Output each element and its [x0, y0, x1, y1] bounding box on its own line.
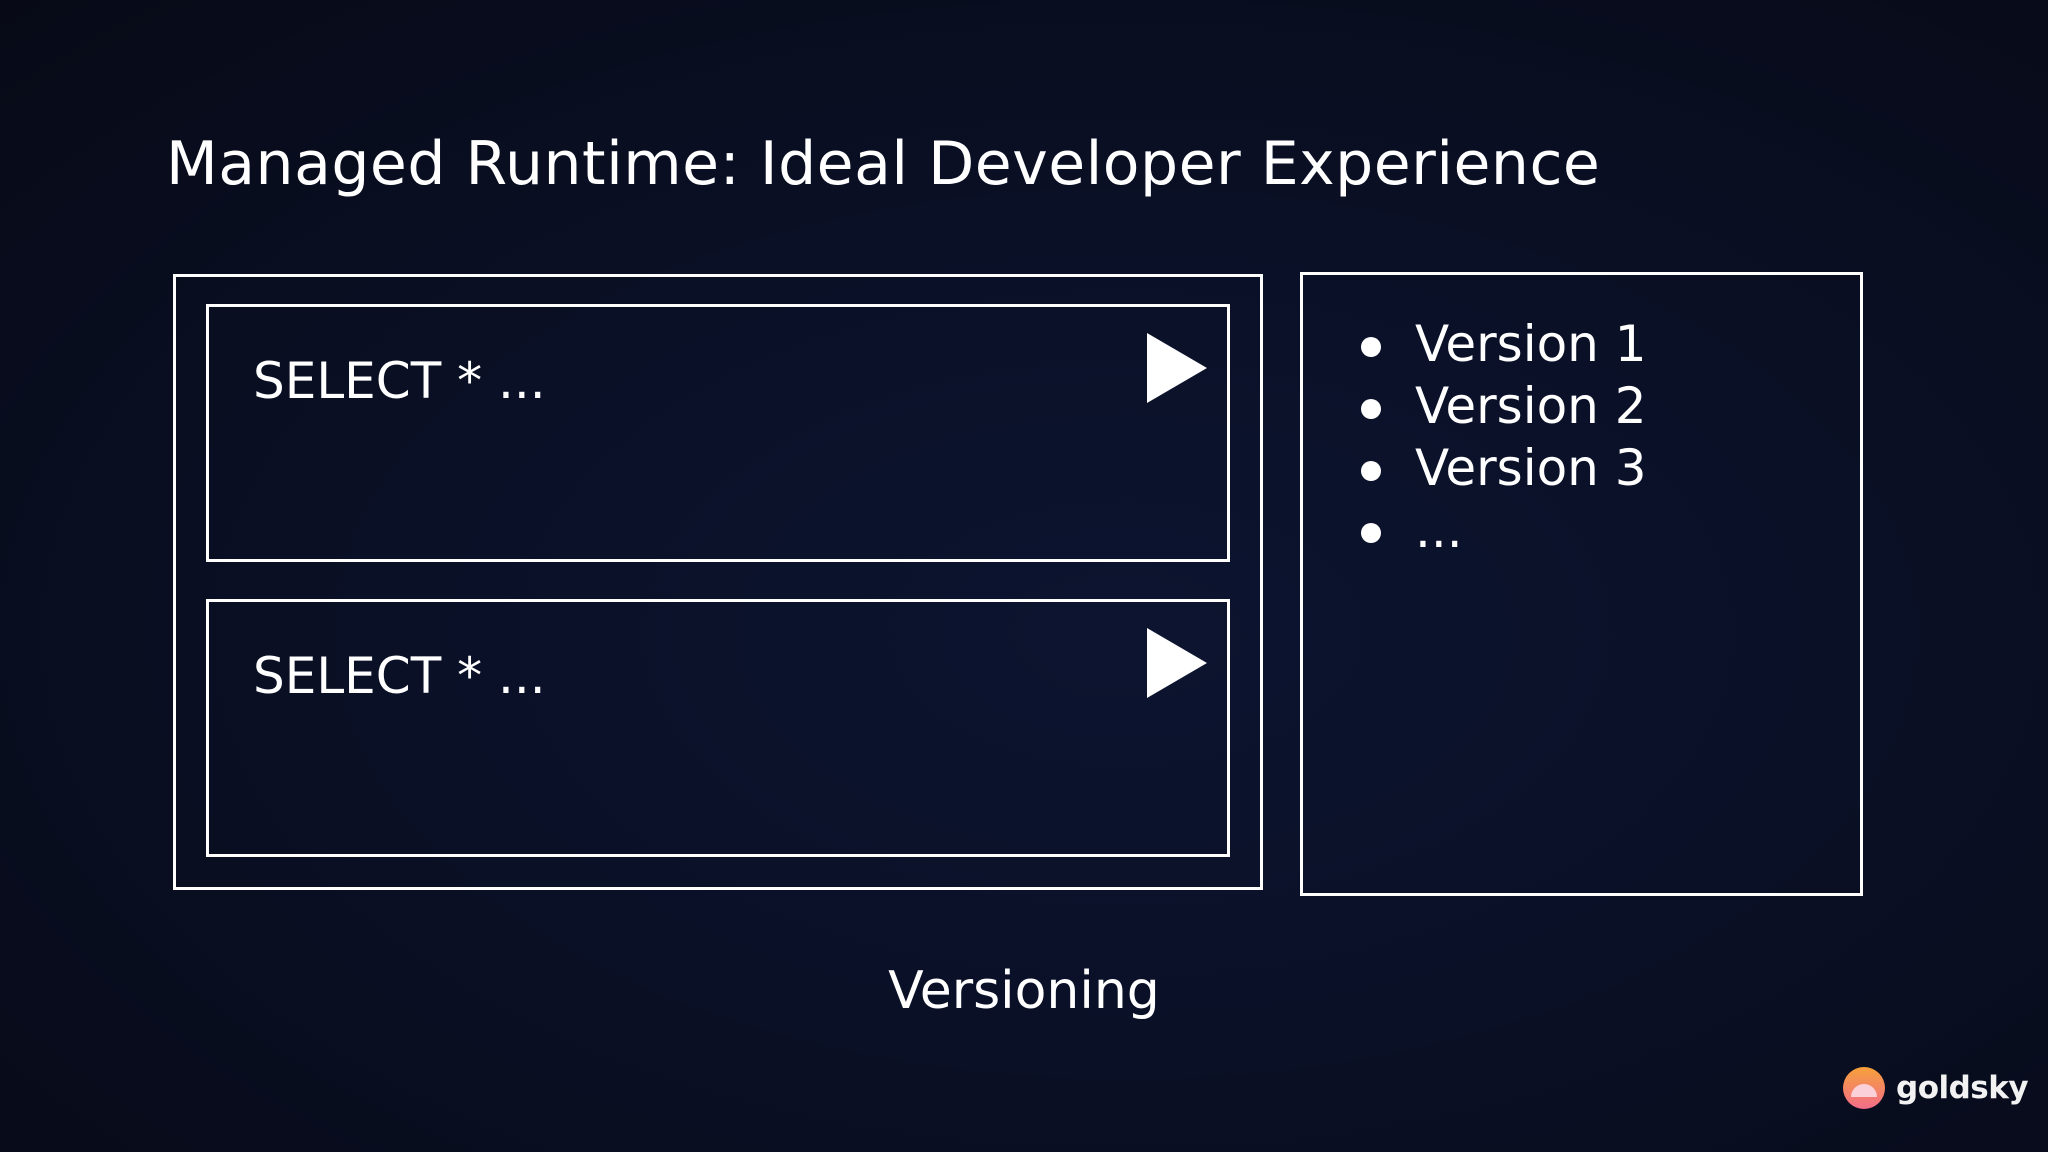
slide-caption: Versioning	[888, 961, 1160, 1021]
query-cell-1[interactable]: SELECT * ...	[206, 304, 1230, 562]
goldsky-sun-logo-icon	[1843, 1067, 1885, 1109]
query-editor-panel	[173, 274, 1263, 890]
brand-name: goldsky	[1896, 1070, 2029, 1106]
version-label: ...	[1415, 501, 1463, 559]
version-list: Version 1 Version 2 Version 3 ...	[1359, 313, 1647, 561]
version-item[interactable]: Version 1	[1359, 313, 1647, 375]
bullet-icon	[1361, 461, 1381, 481]
query-text: SELECT * ...	[253, 352, 546, 410]
bullet-icon	[1361, 337, 1381, 357]
version-label: Version 2	[1415, 377, 1647, 435]
slide-title: Managed Runtime: Ideal Developer Experie…	[166, 129, 1601, 199]
bullet-icon	[1361, 523, 1381, 543]
version-history-panel: Version 1 Version 2 Version 3 ...	[1300, 272, 1863, 896]
query-cell-2[interactable]: SELECT * ...	[206, 599, 1230, 857]
query-text: SELECT * ...	[253, 647, 546, 705]
goldsky-logo: goldsky	[1842, 1066, 2029, 1110]
play-icon[interactable]	[1147, 333, 1207, 403]
bullet-icon	[1361, 399, 1381, 419]
version-item[interactable]: Version 3	[1359, 437, 1647, 499]
version-label: Version 3	[1415, 439, 1647, 497]
version-label: Version 1	[1415, 315, 1647, 373]
version-item[interactable]: Version 2	[1359, 375, 1647, 437]
version-item[interactable]: ...	[1359, 499, 1647, 561]
play-icon[interactable]	[1147, 628, 1207, 698]
